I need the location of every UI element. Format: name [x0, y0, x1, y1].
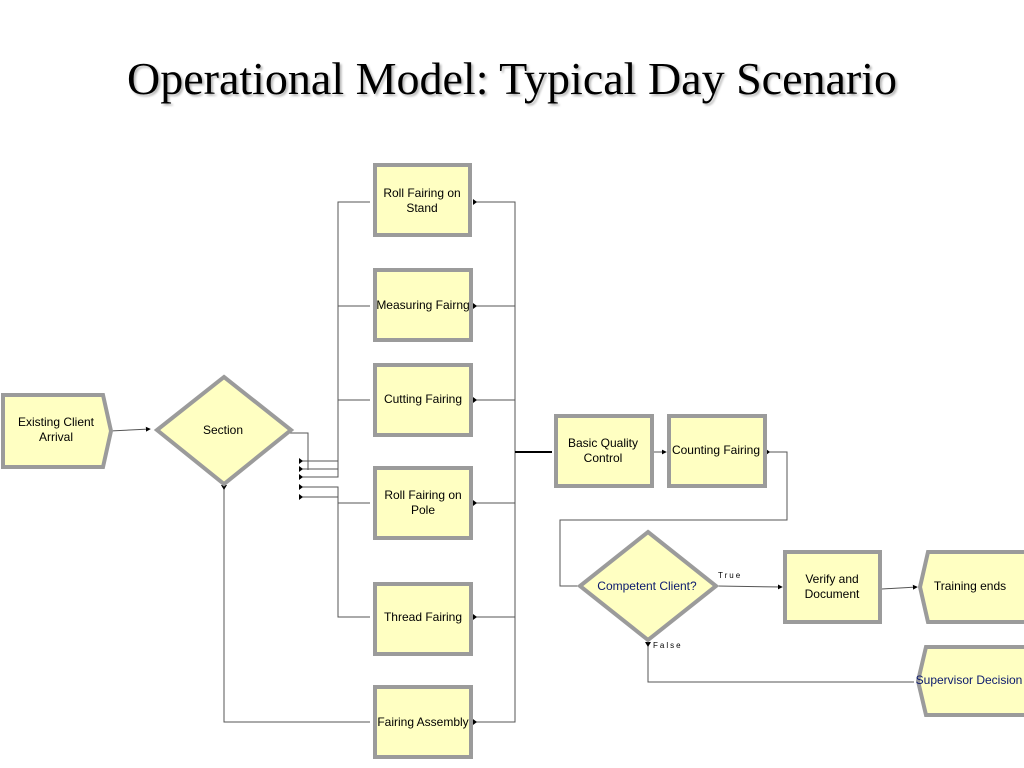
connector-competent-verify [716, 584, 783, 590]
connector-stations-bus [473, 201, 516, 723]
roll-stand-label-line2: Stand [406, 201, 437, 215]
roll-pole-node[interactable]: Roll Fairing on Pole [373, 466, 473, 540]
connector-verify-training [881, 584, 918, 590]
thread-node[interactable]: Thread Fairing [373, 582, 473, 656]
quality-label-line2: Control [584, 451, 623, 465]
competent-decision-node[interactable]: Competent Client? [576, 529, 720, 643]
quality-node[interactable]: Basic Quality Control [554, 414, 654, 488]
verify-node[interactable]: Verify and Document [783, 550, 882, 624]
connector-arrival-section [109, 426, 151, 432]
false-branch-label: False [653, 641, 683, 650]
connector-section-roll-pole [300, 486, 370, 504]
connector-section-measuring [300, 305, 370, 470]
roll-pole-label-line1: Roll Fairing on [384, 488, 461, 502]
supervisor-node[interactable]: Supervisor Decision [916, 645, 1024, 717]
section-decision-node[interactable]: Section [153, 374, 295, 487]
supervisor-label: Supervisor Decision [916, 673, 1023, 687]
connector-section-roll-stand [300, 201, 370, 462]
measuring-node[interactable]: Measuring Fairng [373, 268, 473, 342]
quality-label-line1: Basic Quality [568, 436, 638, 450]
section-label: Section [203, 423, 243, 437]
roll-stand-node[interactable]: Roll Fairing on Stand [373, 163, 472, 237]
roll-pole-label-line2: Pole [411, 503, 435, 517]
counting-label: Counting Fairing [672, 443, 760, 457]
connectors [109, 201, 918, 723]
measuring-label: Measuring Fairng [376, 298, 469, 312]
thread-label: Thread Fairing [384, 610, 462, 624]
arrival-label-line1: Existing Client [18, 415, 95, 429]
competent-label: Competent Client? [597, 579, 697, 593]
connector-section-out [290, 432, 309, 470]
connector-section-assembly [223, 487, 370, 723]
connector-competent-supervisor [647, 642, 914, 683]
connector-section-thread [300, 496, 370, 618]
connector-counting-competent [559, 451, 788, 587]
training-node[interactable]: Training ends [917, 550, 1024, 624]
assembly-node[interactable]: Fairing Assembly [373, 685, 473, 759]
connector-section-cutting [300, 399, 370, 478]
roll-stand-label-line1: Roll Fairing on [383, 186, 460, 200]
port-markers [221, 199, 770, 725]
verify-label-line2: Document [805, 587, 860, 601]
assembly-label: Fairing Assembly [377, 715, 468, 729]
connector-stations-join [473, 305, 515, 618]
page-title: Operational Model: Typical Day Scenario [126, 53, 898, 104]
counting-node[interactable]: Counting Fairing [667, 414, 767, 488]
cutting-label: Cutting Fairing [384, 392, 462, 406]
true-branch-label: True [718, 571, 742, 580]
arrival-label-line2: Arrival [39, 430, 73, 444]
arrival-node[interactable]: Existing Client Arrival [1, 393, 114, 469]
cutting-node[interactable]: Cutting Fairing [373, 363, 473, 437]
training-label: Training ends [934, 579, 1006, 593]
verify-label-line1: Verify and [805, 572, 858, 586]
